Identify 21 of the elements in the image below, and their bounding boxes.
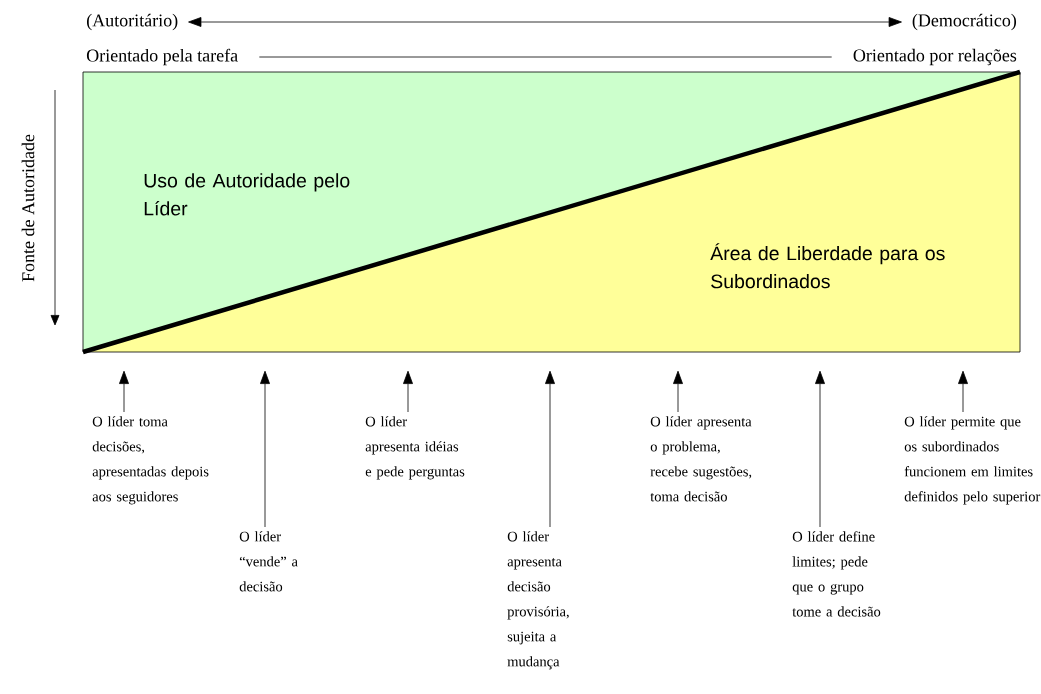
description-text: O líder toma decisões, apresentadas depois aos seguidores [92, 416, 209, 505]
arrow [119, 370, 129, 413]
scale-label: Orientado pela tarefa [86, 48, 238, 66]
description-text: O líder define limites; pede que o grupo tome a decisão [792, 531, 881, 617]
arrow [958, 370, 968, 413]
description-text: O líder apresenta idéias e pede perguntas [365, 416, 465, 480]
arrow [188, 17, 902, 27]
arrow [545, 370, 555, 528]
arrow [815, 370, 825, 528]
description-text: O líder “vende” a decisão [239, 531, 298, 592]
description-text: O líder apresenta decisão provisória, sujeita a mudança [507, 531, 569, 670]
scale-label: Orientado por relações [853, 48, 1017, 66]
area-chart-box: Uso de Autoridade pelo Líder Área de Liberdade para os Subordinados [82, 69, 1021, 355]
scale-label: (Autoritário) [87, 13, 178, 31]
description-text: O líder apresenta o problema, recebe sugestões, toma decisão [650, 416, 752, 502]
arrow [260, 370, 270, 528]
arrow [673, 370, 683, 413]
description-text: O líder permite que os subordinados funcionem em limites definidos pelo superior [904, 416, 1041, 505]
axis-label: Fonte de Autoridade [21, 134, 35, 282]
scale-label: (Democrático) [912, 13, 1017, 31]
arrow [403, 370, 413, 413]
